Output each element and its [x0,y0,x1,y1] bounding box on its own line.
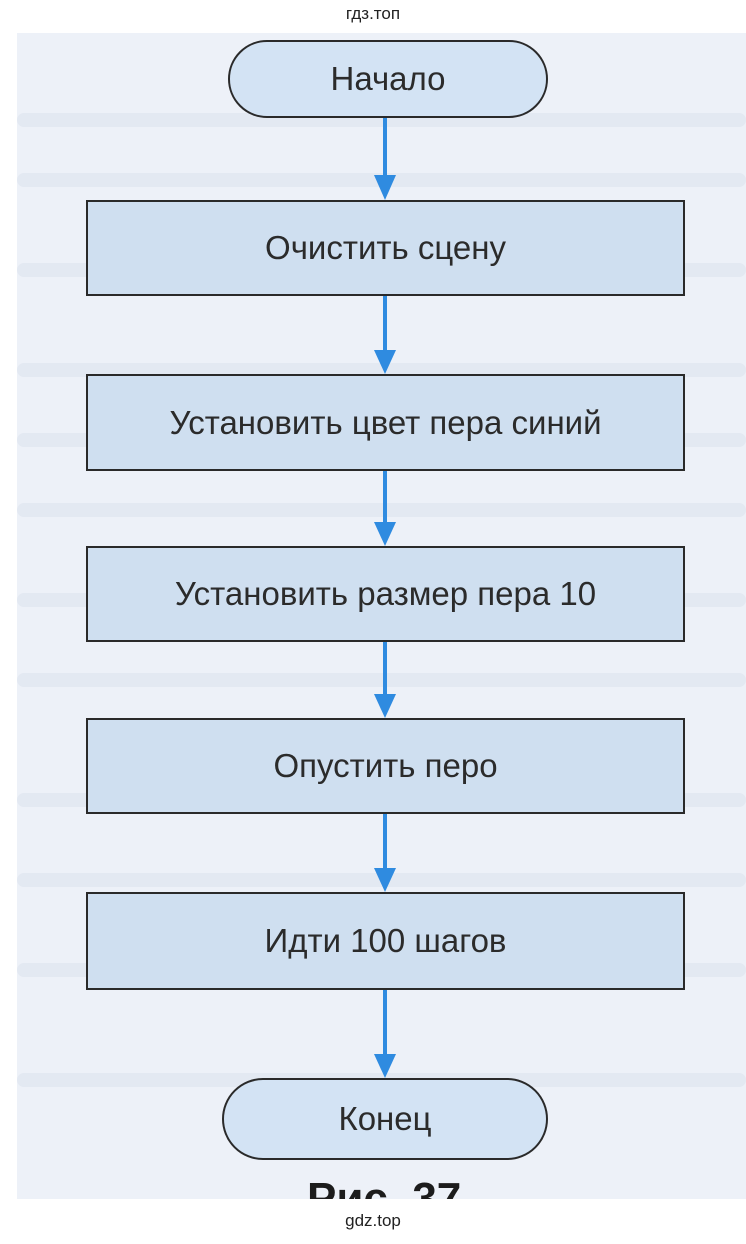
start-label: Начало [330,60,446,97]
arrow-step4-to-step5 [374,814,396,892]
end-label: Конец [338,1100,432,1137]
step-label: Очистить сцену [265,229,506,266]
figure-caption: Рис. 37 [307,1174,462,1199]
step-label: Опустить перо [273,747,498,784]
process-pen-down: Опустить перо [86,718,685,814]
process-set-pen-size: Установить размер пера 10 [86,546,685,642]
step-label: Установить цвет пера синий [169,403,602,441]
arrow-step5-to-end [374,990,396,1078]
end-terminal: Конец [222,1078,548,1160]
step-label: Идти 100 шагов [264,922,507,959]
process-clear-scene: Очистить сцену [86,200,685,296]
process-set-pen-color: Установить цвет пера синий [86,374,685,471]
start-terminal: Начало [228,40,548,118]
arrow-step3-to-step4 [374,642,396,718]
arrow-start-to-step1 [374,117,396,200]
process-move-100-steps: Идти 100 шагов [86,892,685,990]
arrow-step1-to-step2 [374,296,396,374]
watermark-top: гдз.топ [345,4,401,23]
watermark-bottom: gdz.top [345,1211,401,1230]
step-label: Установить размер пера 10 [174,575,597,612]
arrow-step2-to-step3 [374,471,396,546]
